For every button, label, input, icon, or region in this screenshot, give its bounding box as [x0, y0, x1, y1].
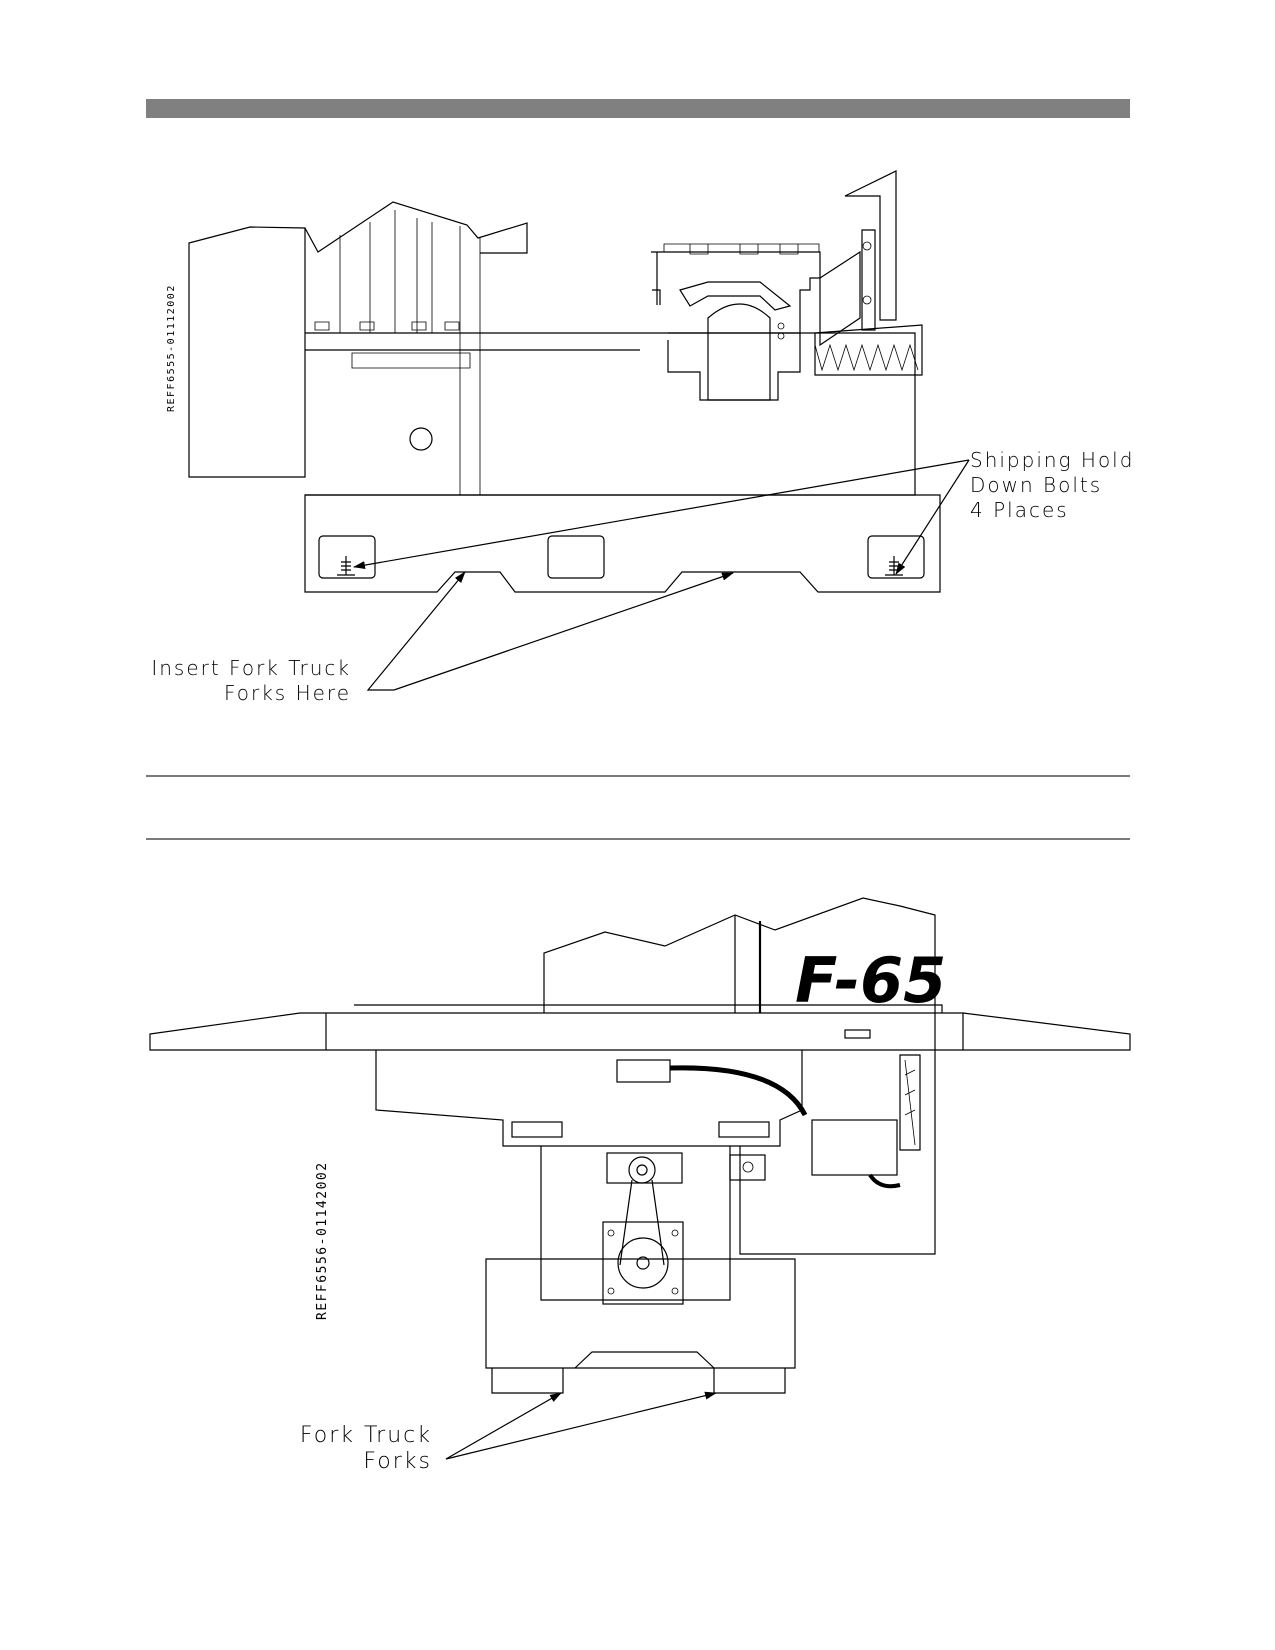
bolt-pocket-right [867, 535, 925, 579]
fork-truck-label-line1: Fork Truck [300, 1423, 432, 1448]
callout-fork-left-bottom [445, 1392, 562, 1460]
bolt-pocket-left [318, 535, 376, 579]
side-bracket [899, 1054, 921, 1151]
bolt-right [885, 556, 903, 576]
column [707, 303, 771, 401]
callout-fork-left [366, 571, 466, 691]
bottom-base [485, 1258, 796, 1369]
work-table [149, 1012, 1131, 1051]
forks-label-line2: Forks Here [224, 681, 351, 705]
fence-bracket [819, 250, 861, 347]
hood-outline [304, 201, 528, 254]
bolts-label-line1: Shipping Hold [970, 448, 1134, 472]
switch-box [616, 1059, 671, 1083]
forks-label-line1: Insert Fork Truck [151, 656, 351, 680]
bellows [814, 324, 923, 376]
head-top [651, 251, 821, 333]
right-panel [739, 1013, 936, 1255]
base-window [547, 535, 605, 579]
motor-plate [602, 1221, 684, 1305]
brand-logo: F-65 [795, 944, 946, 1017]
callout-bolt-right [895, 459, 970, 575]
base-feet [491, 1368, 786, 1394]
base [304, 494, 941, 593]
bottom-pulley [617, 1237, 669, 1289]
lower-body [375, 1050, 803, 1147]
fence-rollers [861, 229, 876, 331]
central-column [540, 1146, 731, 1301]
slot-bar [351, 352, 471, 369]
slot-right [718, 1121, 770, 1138]
bottom-machine-drawing [149, 897, 1131, 1394]
header-bar [146, 99, 1130, 118]
saddle [679, 281, 792, 311]
table-teeth [663, 243, 820, 255]
bolts-label-line2: Down Bolts [970, 473, 1102, 497]
fork-truck-label-line2: Forks [363, 1449, 432, 1474]
panel-caps [314, 321, 460, 331]
left-housing [188, 226, 306, 478]
section-rule-top [146, 775, 1130, 777]
hood-panels [339, 210, 481, 495]
main-body [305, 332, 916, 496]
callout-fork-right [393, 572, 734, 691]
bottom-reference-id: REFF6556-01142002 [315, 1161, 330, 1320]
section-rule-bottom [146, 838, 1130, 840]
callout-fork-right-bottom [445, 1391, 717, 1460]
top-pulley [628, 1156, 656, 1184]
top-reference-id: REFF6555-01112002 [166, 284, 177, 412]
upper-housing [543, 897, 936, 1013]
bolts-label-line3: 4 Places [970, 498, 1069, 522]
limit-switch [729, 1154, 766, 1181]
slot-left [511, 1121, 563, 1138]
top-machine-drawing [188, 170, 941, 593]
round-knob [409, 427, 433, 451]
fence-plate [844, 170, 897, 321]
cable [669, 1065, 808, 1117]
bolt-left [337, 556, 355, 576]
callout-bolt-left [353, 459, 970, 570]
motor [811, 1119, 898, 1176]
